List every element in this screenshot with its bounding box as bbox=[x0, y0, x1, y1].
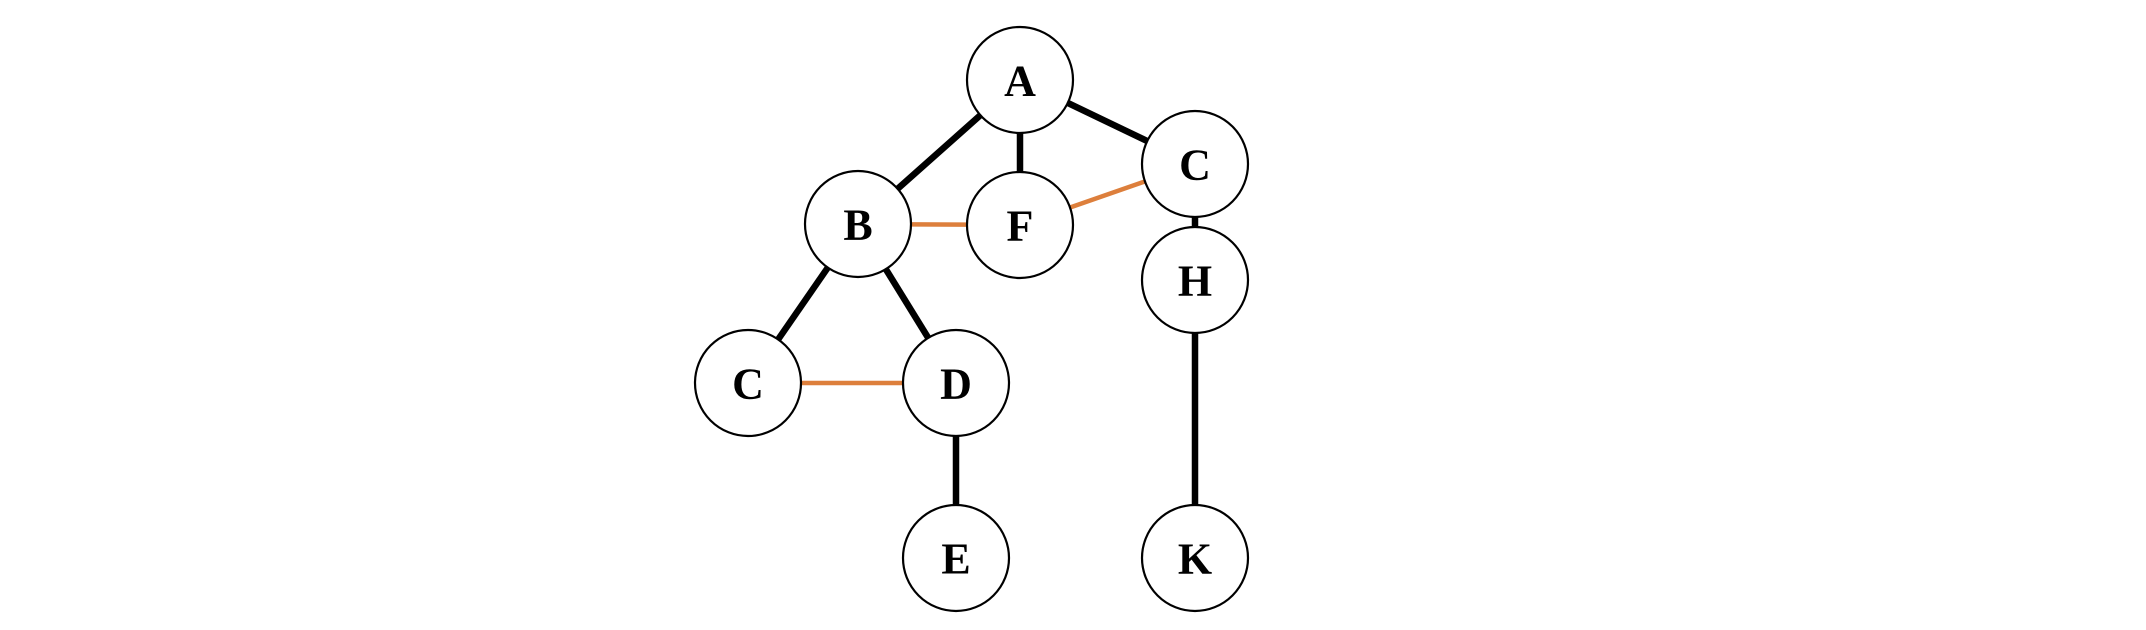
node-label-n7: E bbox=[941, 535, 970, 584]
graph-node-n1[interactable]: B bbox=[803, 169, 913, 279]
graph-edge-F-C bbox=[1069, 179, 1146, 210]
node-label-n6: H bbox=[1178, 257, 1212, 306]
graph-node-n6[interactable]: H bbox=[1140, 225, 1250, 335]
node-circle-n5 bbox=[901, 328, 1011, 438]
graph-node-n0[interactable]: A bbox=[965, 25, 1075, 135]
node-circle-n1 bbox=[803, 169, 913, 279]
edge-layer bbox=[775, 100, 1199, 505]
graph-node-n3[interactable]: C bbox=[1140, 109, 1250, 219]
graph-node-n5[interactable]: D bbox=[901, 328, 1011, 438]
node-layer: A B F C C D H E K bbox=[693, 25, 1250, 613]
node-circle-n3 bbox=[1140, 109, 1250, 219]
graph-edge-B-C bbox=[775, 265, 831, 342]
node-label-n5: D bbox=[940, 360, 972, 409]
graph-edge-A-C bbox=[1066, 100, 1149, 144]
node-label-n1: B bbox=[843, 201, 872, 250]
node-circle-n7 bbox=[901, 503, 1011, 613]
node-circle-n6 bbox=[1140, 225, 1250, 335]
node-label-n2: F bbox=[1007, 202, 1034, 251]
graph-node-n7[interactable]: E bbox=[901, 503, 1011, 613]
node-label-n8: K bbox=[1178, 535, 1212, 584]
graph-edge-A-B bbox=[895, 112, 983, 192]
graph-node-n8[interactable]: K bbox=[1140, 503, 1250, 613]
graph-edge-B-D bbox=[883, 267, 931, 340]
node-circle-n0 bbox=[965, 25, 1075, 135]
graph-node-n2[interactable]: F bbox=[965, 170, 1075, 280]
graph-node-n4[interactable]: C bbox=[693, 328, 803, 438]
node-circle-n8 bbox=[1140, 503, 1250, 613]
node-label-n4: C bbox=[732, 360, 764, 409]
node-label-n0: A bbox=[1004, 57, 1036, 106]
node-circle-n2 bbox=[965, 170, 1075, 280]
node-label-n3: C bbox=[1179, 141, 1211, 190]
node-circle-n4 bbox=[693, 328, 803, 438]
